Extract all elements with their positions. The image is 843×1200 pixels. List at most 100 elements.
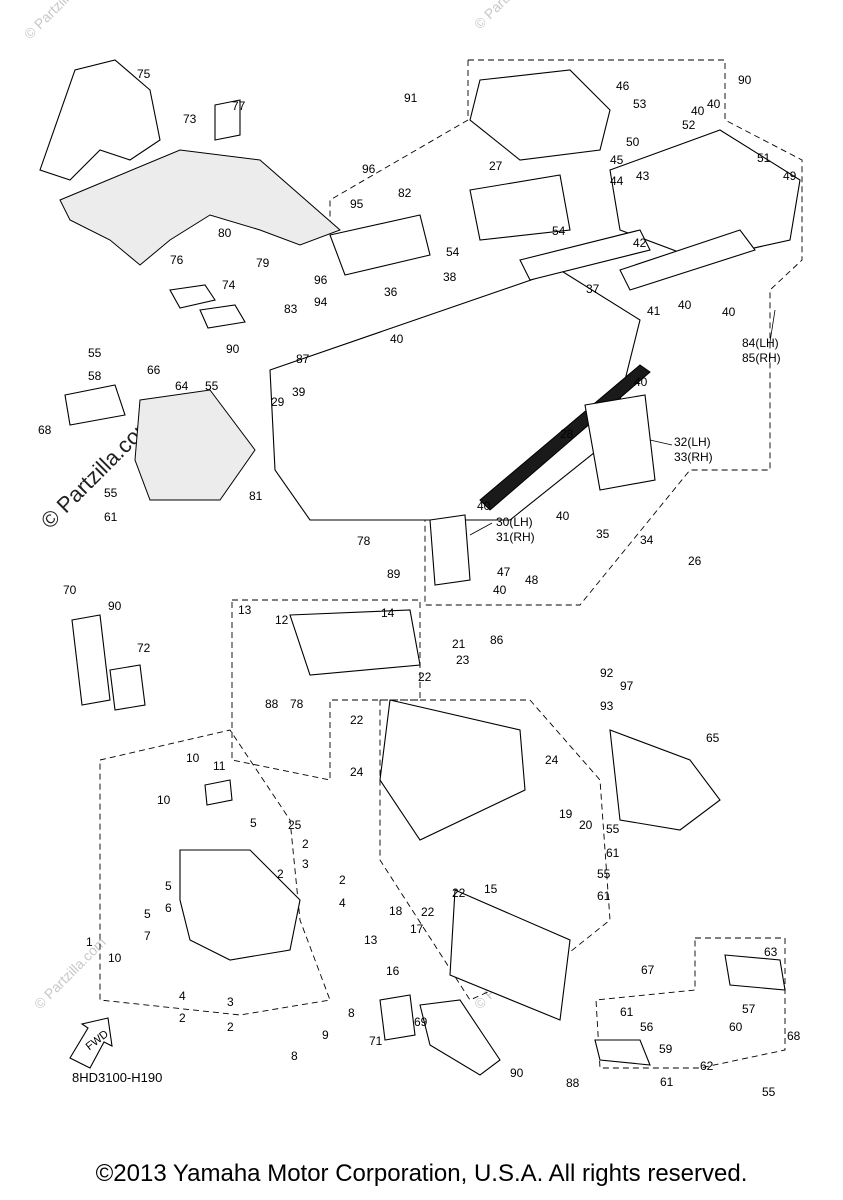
watermark-left-lower: © Partzilla.com	[31, 934, 109, 1012]
callout-40h: 40	[477, 499, 491, 513]
callout-77: 77	[232, 99, 246, 113]
callout-94: 94	[314, 295, 328, 309]
callout-2d: 2	[179, 1011, 186, 1025]
callout-26: 26	[688, 554, 702, 568]
callout-75: 75	[137, 67, 151, 81]
callout-15: 15	[484, 882, 498, 896]
callout-labels: 75 77 73 80 79 76 74 96 95 82 91 46 90 4…	[38, 67, 801, 1099]
part-11-mount	[204, 779, 233, 806]
callout-72: 72	[137, 641, 151, 655]
callout-24b: 24	[545, 753, 559, 767]
callout-53: 53	[633, 97, 647, 111]
callout-40f: 40	[634, 375, 648, 389]
callout-7: 7	[144, 929, 151, 943]
callout-2e: 2	[227, 1020, 234, 1034]
leader-lines	[469, 309, 776, 536]
outline-front-frame	[99, 729, 331, 1016]
callout-49: 49	[783, 169, 797, 183]
callout-51: 51	[757, 151, 771, 165]
callout-22d: 22	[421, 905, 435, 919]
part-14-upper-plate	[289, 609, 421, 676]
callout-79: 79	[256, 256, 270, 270]
callout-22c: 22	[452, 886, 466, 900]
callout-55b: 55	[205, 379, 219, 393]
callout-88b: 88	[566, 1076, 580, 1090]
callout-34: 34	[640, 533, 654, 547]
part-44-crossmember	[469, 174, 571, 241]
callout-55a: 55	[88, 346, 102, 360]
callout-55d: 55	[606, 822, 620, 836]
callout-57: 57	[742, 1002, 756, 1016]
part-72-gasket	[109, 664, 146, 711]
part-27-upper-bracket	[469, 69, 611, 161]
part-59-bracket	[594, 1039, 651, 1066]
callout-70: 70	[63, 583, 77, 597]
callout-59: 59	[659, 1042, 673, 1056]
part-1-front-frame	[179, 849, 301, 961]
callout-29: 29	[271, 395, 285, 409]
callout-8a: 8	[348, 1006, 355, 1020]
part-32-side-plate	[584, 394, 656, 491]
callout-89: 89	[387, 567, 401, 581]
leader-30	[469, 522, 493, 536]
part-76-pad	[169, 284, 216, 309]
callout-22b: 22	[350, 713, 364, 727]
callout-86: 86	[490, 633, 504, 647]
callout-40g: 40	[556, 509, 570, 523]
callout-83: 83	[284, 302, 298, 316]
callout-28: 28	[560, 427, 574, 441]
callout-10a: 10	[186, 751, 200, 765]
callout-44: 44	[610, 174, 624, 188]
part-77-bracket	[214, 99, 241, 141]
callout-58: 58	[88, 369, 102, 383]
callout-2b: 2	[339, 873, 346, 887]
callout-1: 1	[86, 935, 93, 949]
callout-10c: 10	[108, 951, 122, 965]
callout-69: 69	[414, 1015, 428, 1029]
callout-66: 66	[147, 363, 161, 377]
callout-8b: 8	[291, 1049, 298, 1063]
callout-68a: 68	[38, 423, 52, 437]
fwd-arrow	[69, 1017, 113, 1069]
part-58-bracket	[64, 384, 126, 426]
callout-2a: 2	[302, 837, 309, 851]
callout-24a: 24	[350, 765, 364, 779]
callout-23: 23	[456, 653, 470, 667]
callout-40i: 40	[493, 583, 507, 597]
callout-85: 85(RH)	[742, 351, 781, 365]
leader-84	[769, 309, 776, 343]
callout-12: 12	[275, 613, 289, 627]
watermark-top-left: © Partzilla.com	[21, 0, 99, 42]
callout-88a: 88	[265, 697, 279, 711]
diagram-code: 8HD3100-H190	[72, 1070, 163, 1085]
callout-62: 62	[700, 1059, 714, 1073]
group-outlines	[99, 59, 803, 1069]
callout-78a: 78	[357, 534, 371, 548]
callout-61d: 61	[620, 1005, 634, 1019]
callout-4a: 4	[339, 896, 346, 910]
callout-13a: 13	[238, 603, 252, 617]
callout-93: 93	[600, 699, 614, 713]
part-66-housing	[134, 389, 256, 501]
callout-55f: 55	[762, 1085, 776, 1099]
callout-38: 38	[443, 270, 457, 284]
callout-40a: 40	[707, 97, 721, 111]
part-23-center-frame	[379, 699, 526, 841]
callout-48: 48	[525, 573, 539, 587]
callout-40b: 40	[691, 104, 705, 118]
callout-65: 65	[706, 731, 720, 745]
callout-63: 63	[764, 945, 778, 959]
callout-45: 45	[610, 153, 624, 167]
part-57-bracket	[724, 954, 786, 991]
callout-92: 92	[600, 666, 614, 680]
callout-36: 36	[384, 285, 398, 299]
callout-90c: 90	[108, 599, 122, 613]
callout-2c: 2	[277, 867, 284, 881]
callout-95: 95	[350, 197, 364, 211]
callout-56: 56	[640, 1020, 654, 1034]
callout-19: 19	[559, 807, 573, 821]
part-65-guard	[609, 729, 721, 831]
part-74-pad	[199, 304, 246, 329]
callout-71: 71	[369, 1034, 383, 1048]
